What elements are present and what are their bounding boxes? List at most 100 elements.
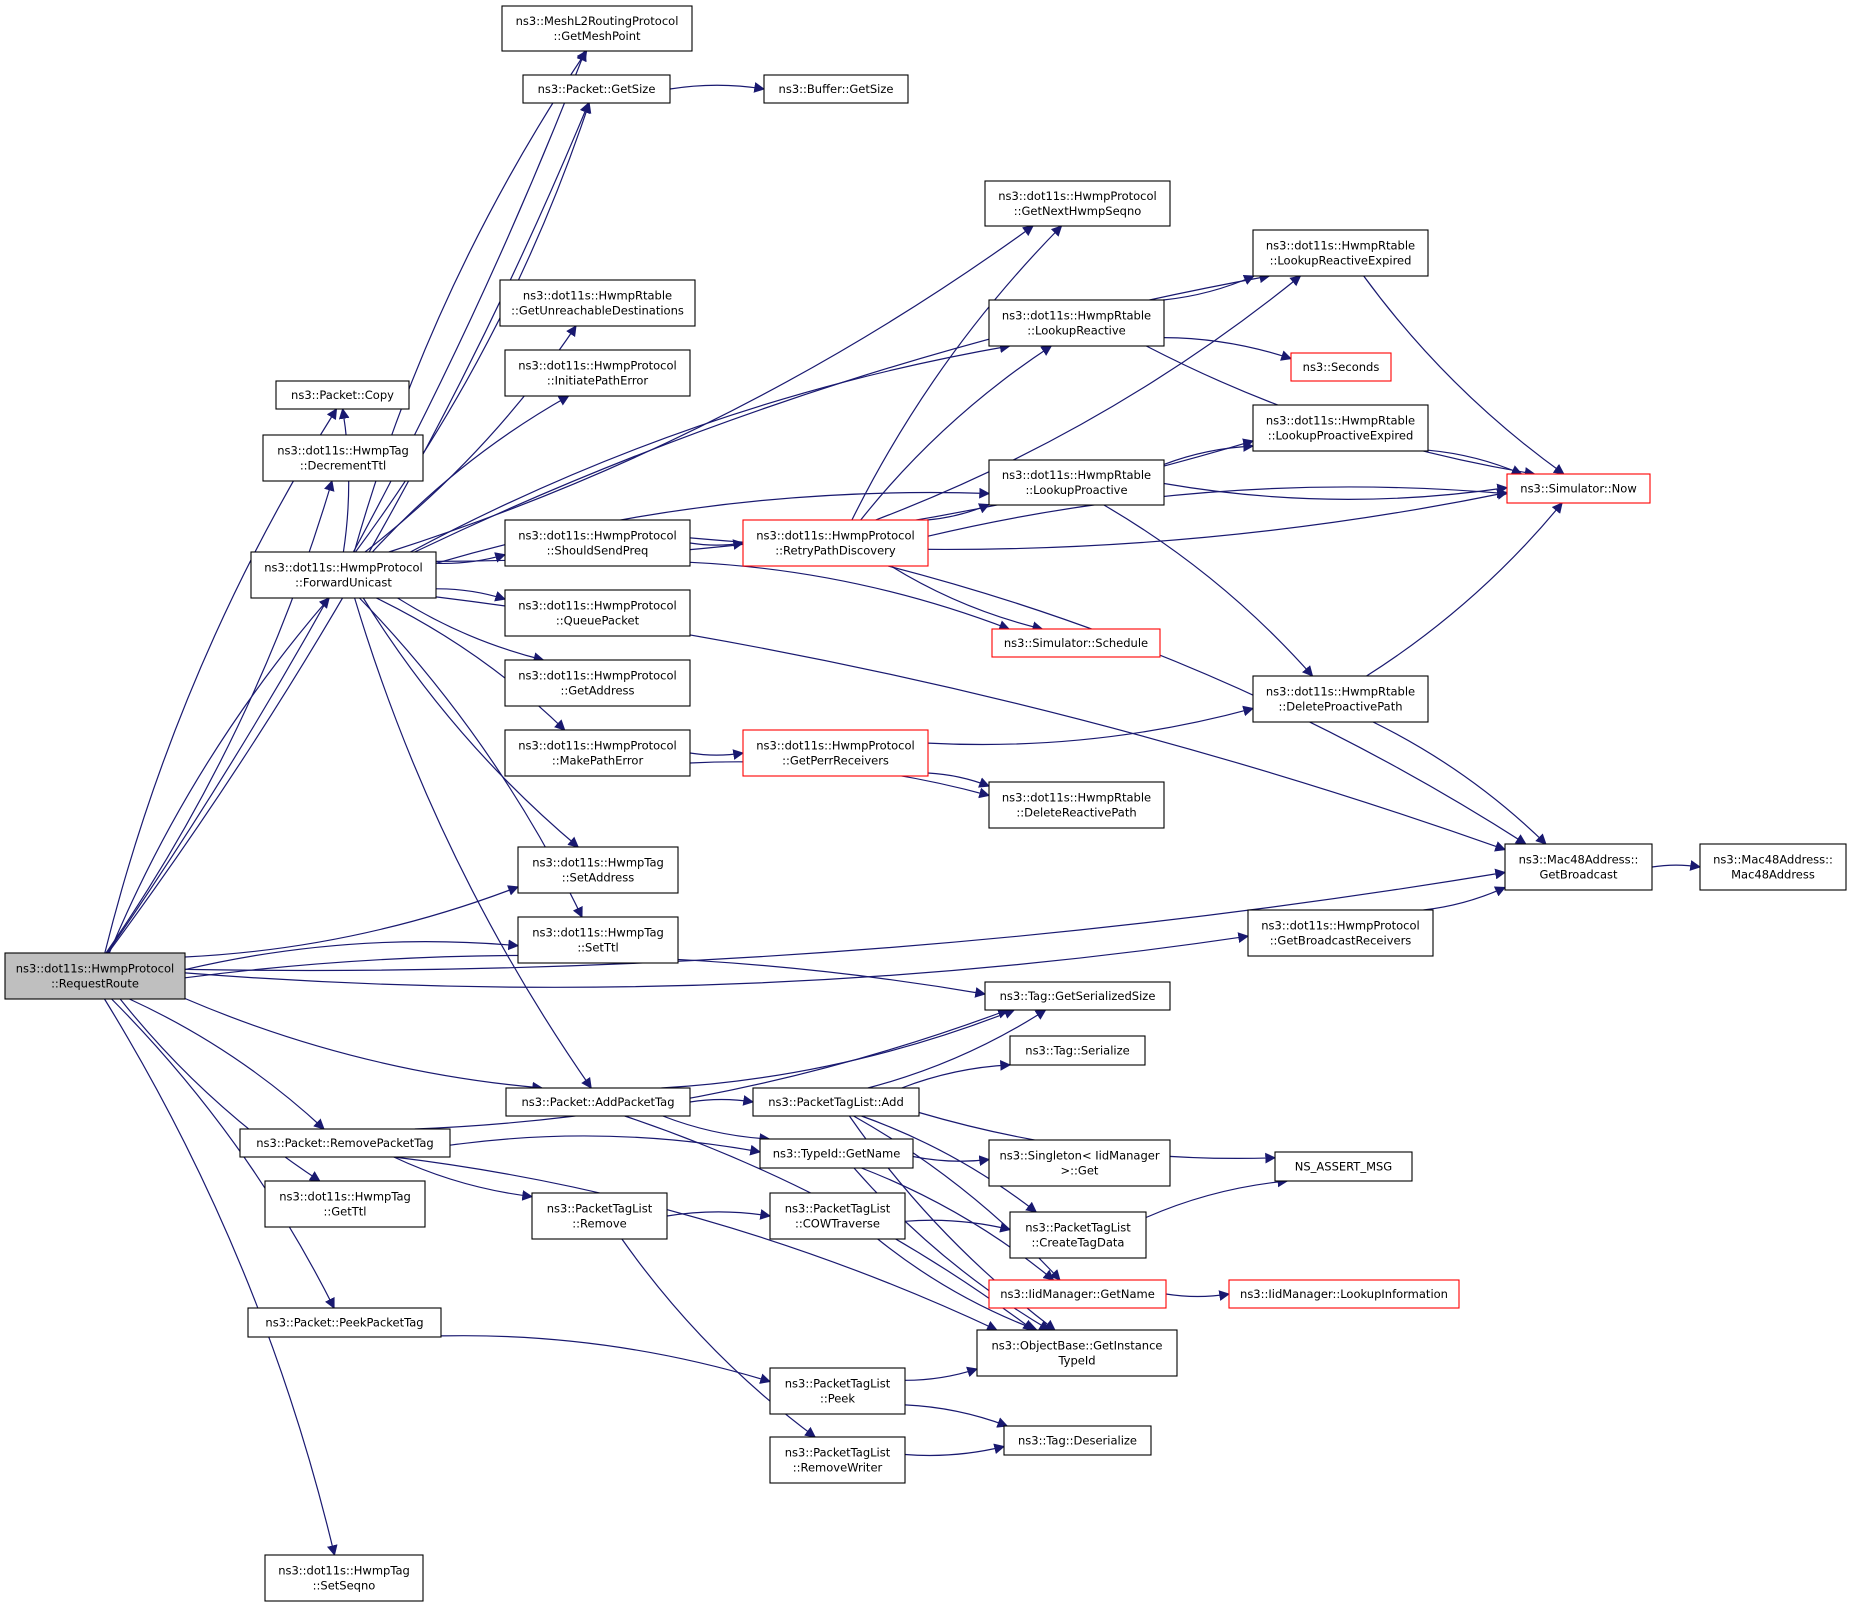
node-drp[interactable]: ns3::dot11s::HwmpRtable::DeleteReactiveP…: [988, 781, 1165, 829]
node-seconds[interactable]: ns3::Seconds: [1290, 352, 1392, 382]
node-copy[interactable]: ns3::Packet::Copy: [275, 380, 410, 410]
node-setttl[interactable]: ns3::dot11s::HwmpTag::SetTtl: [517, 916, 679, 964]
node-label-lpe-1: ::LookupProactiveExpired: [1268, 429, 1414, 443]
node-setseq[interactable]: ns3::dot11s::HwmpTag::SetSeqno: [264, 1554, 424, 1602]
node-dec[interactable]: ns3::dot11s::HwmpTag::DecrementTtl: [262, 434, 424, 482]
node-nextseq[interactable]: ns3::dot11s::HwmpProtocol::GetNextHwmpSe…: [984, 180, 1171, 227]
node-ctd[interactable]: ns3::PacketTagList::CreateTagData: [1009, 1211, 1147, 1259]
node-ptlpeek[interactable]: ns3::PacketTagList::Peek: [769, 1367, 906, 1415]
node-iidlook[interactable]: ns3::IidManager::LookupInformation: [1228, 1279, 1460, 1309]
node-box-qp: [504, 589, 691, 637]
node-dpp[interactable]: ns3::dot11s::HwmpRtable::DeleteProactive…: [1252, 675, 1429, 723]
edge-ssp-to-rpd: [689, 539, 745, 550]
node-label-root-0: ns3::dot11s::HwmpProtocol: [16, 962, 174, 976]
edge-rpt-to-tgss: [414, 1008, 1009, 1130]
node-label-mpe-1: ::MakePathError: [552, 754, 644, 768]
node-lr[interactable]: ns3::dot11s::HwmpRtable::LookupReactive: [988, 299, 1165, 347]
edge-ptlrem-to-cow: [666, 1209, 772, 1220]
node-box-rpt: [239, 1128, 451, 1158]
node-box-nextseq: [984, 180, 1171, 227]
node-box-dpp: [1252, 675, 1429, 723]
node-ptlrw[interactable]: ns3::PacketTagList::RemoveWriter: [769, 1436, 906, 1484]
node-label-lp-1: ::LookupProactive: [1025, 483, 1127, 497]
node-fwd[interactable]: ns3::dot11s::HwmpProtocol::ForwardUnicas…: [250, 551, 437, 599]
node-lpe[interactable]: ns3::dot11s::HwmpRtable::LookupProactive…: [1252, 404, 1429, 452]
edge-tidname-to-single: [912, 1155, 991, 1167]
node-label-initerr-1: ::InitiatePathError: [547, 374, 649, 388]
node-mesh[interactable]: ns3::MeshL2RoutingProtocol::GetMeshPoint: [501, 5, 693, 52]
node-label-rpt-0: ns3::Packet::RemovePacketTag: [256, 1136, 433, 1150]
node-single[interactable]: ns3::Singleton< IidManager>::Get: [988, 1139, 1171, 1187]
node-box-lpe: [1252, 404, 1429, 452]
edge-ptladd-to-tser: [901, 1060, 1012, 1089]
node-mac[interactable]: ns3::Mac48Address::Mac48Address: [1699, 843, 1847, 891]
node-label-unreach-0: ns3::dot11s::HwmpRtable: [523, 289, 672, 303]
node-box-mpe: [504, 729, 691, 777]
edge-apt-to-tidname: [662, 1115, 771, 1144]
node-getaddr[interactable]: ns3::dot11s::HwmpProtocol::GetAddress: [504, 659, 691, 707]
node-root[interactable]: ns3::dot11s::HwmpProtocol::RequestRoute: [4, 952, 186, 1000]
node-label-lre-0: ns3::dot11s::HwmpRtable: [1266, 239, 1415, 253]
node-tdes[interactable]: ns3::Tag::Deserialize: [1003, 1425, 1152, 1456]
node-label-cow-0: ns3::PacketTagList: [785, 1202, 891, 1216]
node-rpt[interactable]: ns3::Packet::RemovePacketTag: [239, 1128, 451, 1158]
node-ptladd[interactable]: ns3::PacketTagList::Add: [752, 1087, 920, 1117]
edge-gpr-to-dpp: [927, 705, 1255, 746]
edge-lr-to-lre: [1163, 274, 1255, 301]
node-sched[interactable]: ns3::Simulator::Schedule: [991, 628, 1161, 658]
node-qp[interactable]: ns3::dot11s::HwmpProtocol::QueuePacket: [504, 589, 691, 637]
node-lre[interactable]: ns3::dot11s::HwmpRtable::LookupReactiveE…: [1252, 229, 1429, 277]
node-label-mesh-0: ns3::MeshL2RoutingProtocol: [516, 14, 679, 28]
edge-rpd-to-nextseq: [851, 225, 1063, 521]
node-gpr[interactable]: ns3::dot11s::HwmpProtocol::GetPerrReceiv…: [742, 729, 929, 777]
edge-ssp-to-sched: [689, 561, 1011, 631]
node-tidname[interactable]: ns3::TypeId::GetName: [759, 1138, 914, 1169]
node-apt[interactable]: ns3::Packet::AddPacketTag: [505, 1087, 691, 1117]
node-label-tdes-0: ns3::Tag::Deserialize: [1018, 1434, 1137, 1448]
node-gbr[interactable]: ns3::dot11s::HwmpProtocol::GetBroadcastR…: [1247, 909, 1434, 957]
node-lp[interactable]: ns3::dot11s::HwmpRtable::LookupProactive: [988, 459, 1165, 506]
edge-mpe-to-gpr: [689, 749, 745, 760]
node-getttl[interactable]: ns3::dot11s::HwmpTag::GetTtl: [264, 1180, 426, 1228]
node-gb[interactable]: ns3::Mac48Address::GetBroadcast: [1504, 843, 1653, 891]
node-nsassert[interactable]: NS_ASSERT_MSG: [1274, 1151, 1413, 1182]
node-unreach[interactable]: ns3::dot11s::HwmpRtable::GetUnreachableD…: [499, 279, 696, 327]
node-label-mesh-1: ::GetMeshPoint: [553, 29, 641, 43]
node-box-lr: [988, 299, 1165, 347]
node-rpd[interactable]: ns3::dot11s::HwmpProtocol::RetryPathDisc…: [742, 519, 929, 567]
edge-apt-to-tgss: [661, 1008, 1016, 1089]
node-box-ppt: [247, 1307, 442, 1338]
node-box-lp: [988, 459, 1165, 506]
node-label-dec-1: ::DecrementTtl: [300, 459, 386, 473]
node-now[interactable]: ns3::Simulator::Now: [1506, 473, 1651, 504]
node-iidname[interactable]: ns3::IidManager::GetName: [988, 1279, 1167, 1309]
node-bufsize[interactable]: ns3::Buffer::GetSize: [763, 74, 909, 104]
edge-root-to-setseq: [103, 998, 338, 1557]
node-getsize[interactable]: ns3::Packet::GetSize: [522, 74, 671, 104]
node-ppt[interactable]: ns3::Packet::PeekPacketTag: [247, 1307, 442, 1338]
node-ssp[interactable]: ns3::dot11s::HwmpProtocol::ShouldSendPre…: [504, 519, 691, 567]
node-label-nsassert-0: NS_ASSERT_MSG: [1295, 1160, 1392, 1174]
node-box-drp: [988, 781, 1165, 829]
node-box-obgit: [976, 1329, 1178, 1377]
edge-root-to-setaddr: [184, 885, 520, 958]
node-tgss[interactable]: ns3::Tag::GetSerializedSize: [984, 981, 1171, 1011]
edge-dpp-to-now: [1366, 502, 1563, 677]
node-label-ptlpeek-1: ::Peek: [820, 1392, 855, 1406]
node-label-lp-0: ns3::dot11s::HwmpRtable: [1002, 468, 1151, 482]
node-box-fwd: [250, 551, 437, 599]
node-cow[interactable]: ns3::PacketTagList::COWTraverse: [769, 1192, 906, 1240]
node-label-getsize-0: ns3::Packet::GetSize: [538, 82, 656, 96]
node-ptlrem[interactable]: ns3::PacketTagList::Remove: [531, 1192, 668, 1240]
node-tser[interactable]: ns3::Tag::Serialize: [1009, 1035, 1146, 1066]
edge-rpd-to-now: [927, 486, 1509, 537]
node-initerr[interactable]: ns3::dot11s::HwmpProtocol::InitiatePathE…: [504, 349, 691, 397]
edge-rpt-to-tidname: [449, 1135, 762, 1156]
node-label-ptlrem-1: ::Remove: [572, 1217, 626, 1231]
node-box-tidname: [759, 1138, 914, 1169]
node-setaddr[interactable]: ns3::dot11s::HwmpTag::SetAddress: [517, 846, 679, 894]
edge-ppt-to-ptlpeek: [440, 1335, 772, 1384]
node-box-apt: [505, 1087, 691, 1117]
node-mpe[interactable]: ns3::dot11s::HwmpProtocol::MakePathError: [504, 729, 691, 777]
